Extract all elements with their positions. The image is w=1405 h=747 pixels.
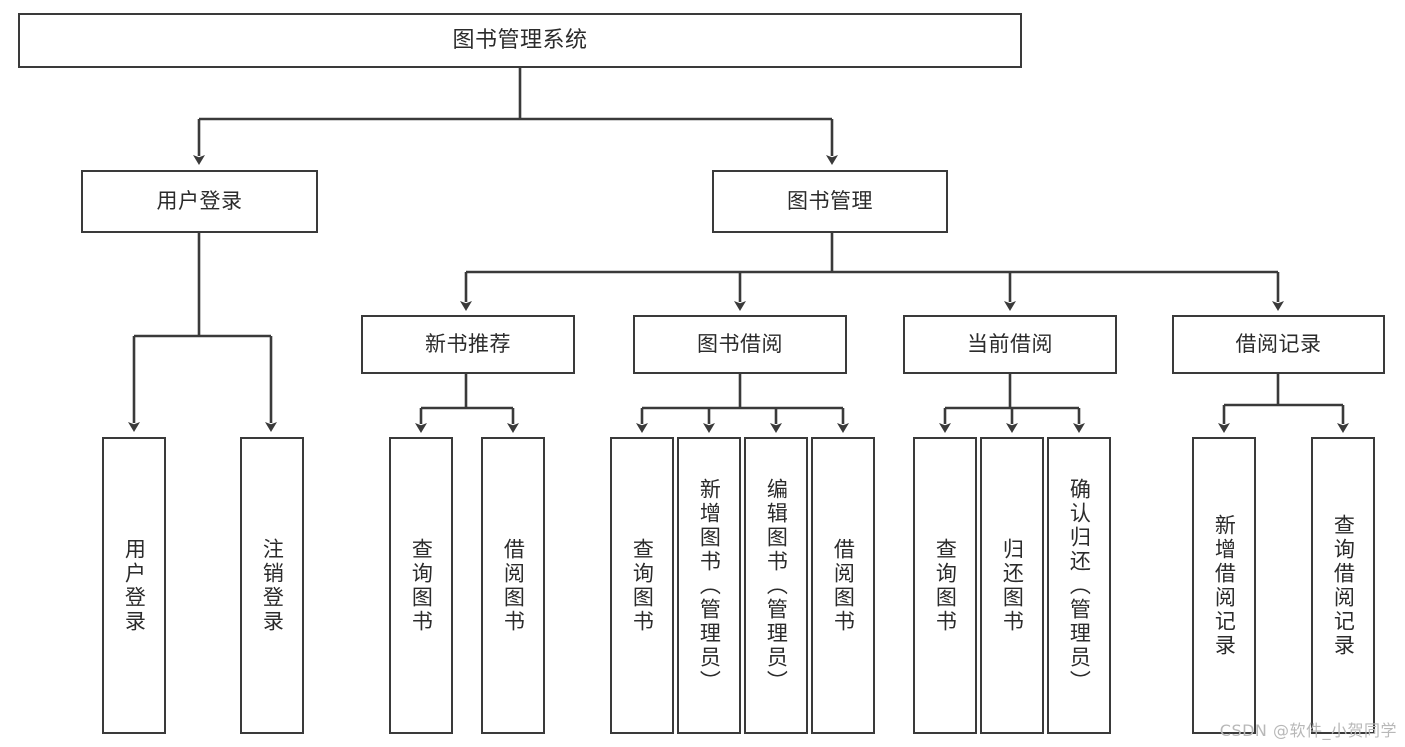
node-label: 查询图书 <box>409 537 434 634</box>
leaf-query-book[interactable]: 查询图书 <box>610 437 674 734</box>
node-label: 借阅记录 <box>1235 332 1322 357</box>
leaf-query-book-recommend[interactable]: 查询图书 <box>389 437 453 734</box>
node-new-book-recommend[interactable]: 新书推荐 <box>361 315 575 374</box>
leaf-add-book-admin[interactable]: 新增图书（管理员） <box>677 437 741 734</box>
leaf-logout[interactable]: 注销登录 <box>240 437 304 734</box>
node-label: 新增借阅记录 <box>1212 513 1237 658</box>
node-label: 图书借阅 <box>697 332 783 357</box>
leaf-user-login[interactable]: 用户登录 <box>102 437 166 734</box>
leaf-edit-book-admin[interactable]: 编辑图书（管理员） <box>744 437 808 734</box>
leaf-add-borrow-record[interactable]: 新增借阅记录 <box>1192 437 1256 734</box>
node-label: 用户登录 <box>122 537 147 634</box>
node-label: 注销登录 <box>260 537 285 634</box>
leaf-confirm-return-admin[interactable]: 确认归还（管理员） <box>1047 437 1111 734</box>
node-book-borrow[interactable]: 图书借阅 <box>633 315 847 374</box>
leaf-borrow-book-recommend[interactable]: 借阅图书 <box>481 437 545 734</box>
node-book-management[interactable]: 图书管理 <box>712 170 948 233</box>
node-root-system[interactable]: 图书管理系统 <box>18 13 1022 68</box>
node-label: 借阅图书 <box>501 537 526 634</box>
node-label: 查询图书 <box>630 537 655 634</box>
node-label: 编辑图书（管理员） <box>764 477 789 694</box>
leaf-borrow-book[interactable]: 借阅图书 <box>811 437 875 734</box>
node-borrow-record[interactable]: 借阅记录 <box>1172 315 1385 374</box>
leaf-query-book-current[interactable]: 查询图书 <box>913 437 977 734</box>
node-label: 用户登录 <box>156 189 243 214</box>
node-label: 借阅图书 <box>831 537 856 634</box>
node-label: 图书管理系统 <box>452 27 588 53</box>
watermark-text: CSDN @软件_小贺同学 <box>1219 721 1397 740</box>
node-label: 查询借阅记录 <box>1331 513 1356 658</box>
node-user-login[interactable]: 用户登录 <box>81 170 318 233</box>
node-label: 当前借阅 <box>967 332 1053 357</box>
node-label: 新增图书（管理员） <box>697 477 722 694</box>
node-label: 新书推荐 <box>425 332 511 357</box>
node-label: 图书管理 <box>787 189 873 214</box>
node-current-borrow[interactable]: 当前借阅 <box>903 315 1117 374</box>
leaf-query-borrow-record[interactable]: 查询借阅记录 <box>1311 437 1375 734</box>
leaf-return-book[interactable]: 归还图书 <box>980 437 1044 734</box>
node-label: 归还图书 <box>1000 537 1025 634</box>
node-label: 查询图书 <box>933 537 958 634</box>
node-label: 确认归还（管理员） <box>1067 477 1092 694</box>
